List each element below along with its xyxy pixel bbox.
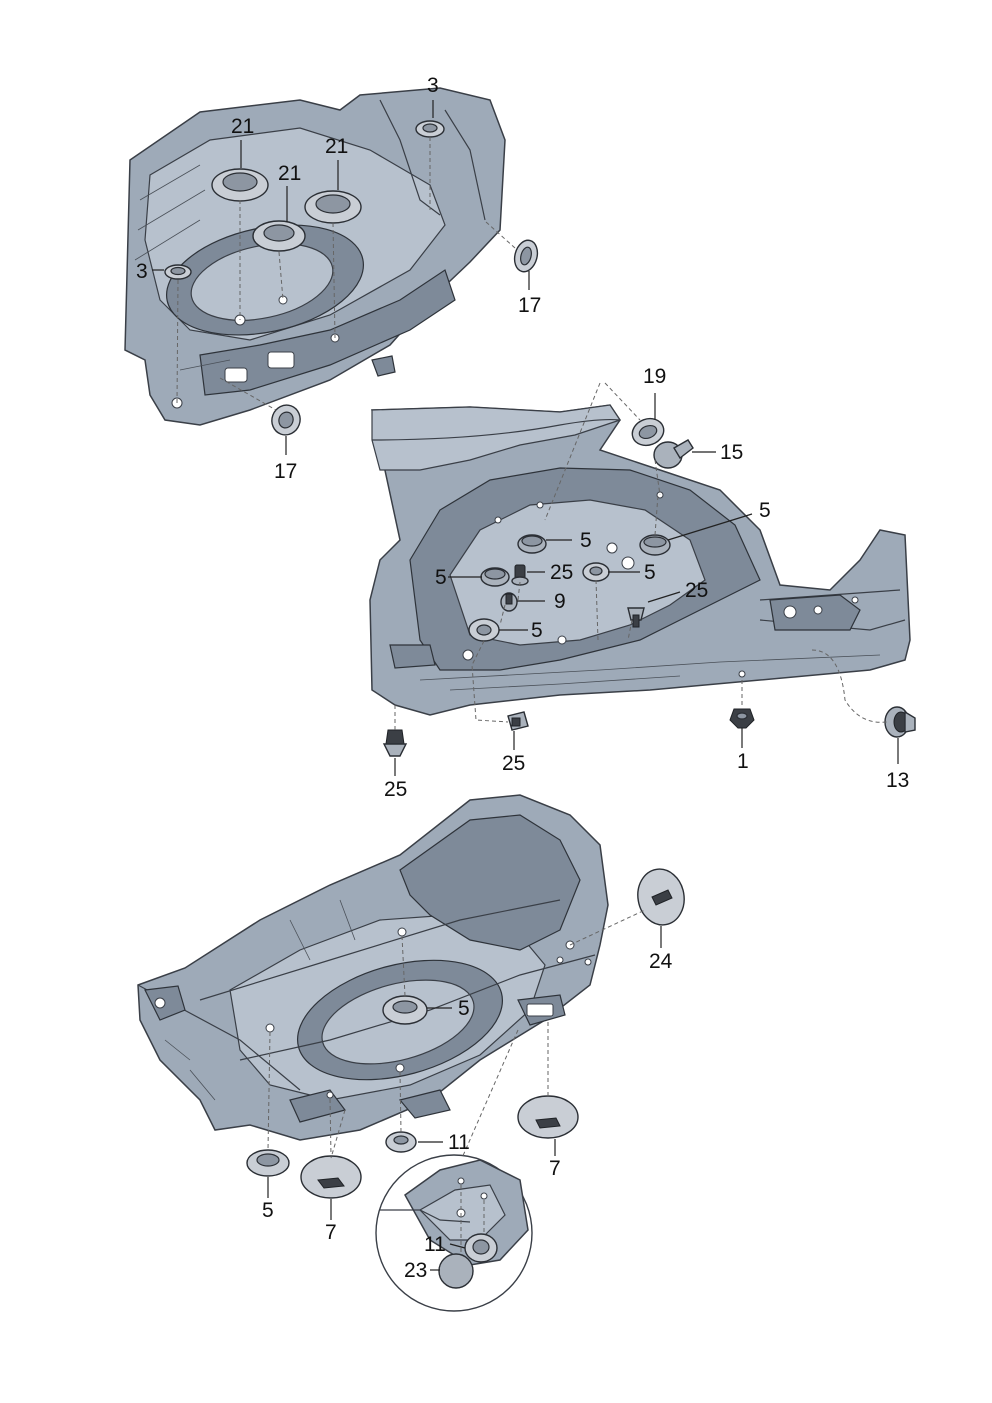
callout-5-upper: 5 xyxy=(580,529,592,552)
plug-5-a xyxy=(517,534,547,554)
grommet-17-bottom xyxy=(271,404,301,436)
callout-7-right: 7 xyxy=(549,1157,561,1180)
plug-3-left xyxy=(164,264,192,280)
callout-23: 23 xyxy=(404,1259,427,1282)
grommet-5-floor xyxy=(382,995,428,1025)
underbody-assembly: 5 11 5 7 7 24 11 23 xyxy=(137,794,685,1312)
detail-inset xyxy=(375,1154,533,1312)
grommet-21-right xyxy=(304,190,362,224)
callout-11-floor: 11 xyxy=(448,1131,470,1154)
clip-25-b xyxy=(627,607,645,628)
callout-17-right: 17 xyxy=(518,294,541,317)
callout-24: 24 xyxy=(649,950,673,973)
clip-25-d xyxy=(507,711,529,731)
grommet-21-mid xyxy=(252,220,306,252)
callout-5-lower: 5 xyxy=(531,619,543,642)
callout-25-upper: 25 xyxy=(550,561,573,584)
callout-25-right: 25 xyxy=(685,579,708,602)
callout-3-top: 3 xyxy=(427,74,439,97)
grommet-17-right xyxy=(513,239,539,273)
plug-11 xyxy=(385,1131,417,1153)
callout-5-left: 5 xyxy=(435,566,447,589)
callout-19: 19 xyxy=(643,365,666,388)
cap-7-right xyxy=(517,1095,579,1139)
callout-3-left: 3 xyxy=(136,260,148,283)
grommet-5-d xyxy=(582,562,610,582)
callout-5-floor: 5 xyxy=(458,997,470,1020)
callout-7-left: 7 xyxy=(325,1221,337,1244)
plug-3-top xyxy=(415,120,445,138)
cap-7-left xyxy=(300,1155,362,1199)
grommet-19 xyxy=(631,417,665,447)
callout-17-bottom: 17 xyxy=(274,460,297,483)
callout-25-bottom-left: 25 xyxy=(384,778,407,801)
cap-24 xyxy=(637,868,685,926)
clip-25-a xyxy=(511,564,529,586)
callout-11-detail: 11 xyxy=(424,1233,446,1256)
callout-21-a: 21 xyxy=(231,115,254,138)
clip-25-c xyxy=(382,729,408,757)
callout-13: 13 xyxy=(886,769,909,792)
grommet-21-large xyxy=(211,168,269,202)
grommet-5-lower xyxy=(246,1149,290,1177)
trunk-floor-assembly: 21 21 21 3 3 17 17 xyxy=(124,74,541,483)
grommet-5-e xyxy=(468,618,500,642)
clip-13 xyxy=(884,706,916,738)
plug-5-c xyxy=(480,567,510,587)
plug-15 xyxy=(653,439,694,469)
callout-9: 9 xyxy=(554,590,566,613)
callout-21-b: 21 xyxy=(325,135,348,158)
callout-5-right: 5 xyxy=(759,499,771,522)
callout-21-c: 21 xyxy=(278,162,301,185)
callout-5-mid: 5 xyxy=(644,561,656,584)
callout-15: 15 xyxy=(720,441,743,464)
clip-9 xyxy=(500,592,518,612)
nut-1 xyxy=(729,708,755,729)
callout-1: 1 xyxy=(737,750,749,773)
wheel-arch-assembly: 19 15 5 5 5 25 5 25 9 5 25 25 1 13 xyxy=(369,365,916,801)
plug-5-b xyxy=(639,534,671,556)
callout-5-lower-left: 5 xyxy=(262,1199,274,1222)
callout-25-bottom-mid: 25 xyxy=(502,752,525,775)
